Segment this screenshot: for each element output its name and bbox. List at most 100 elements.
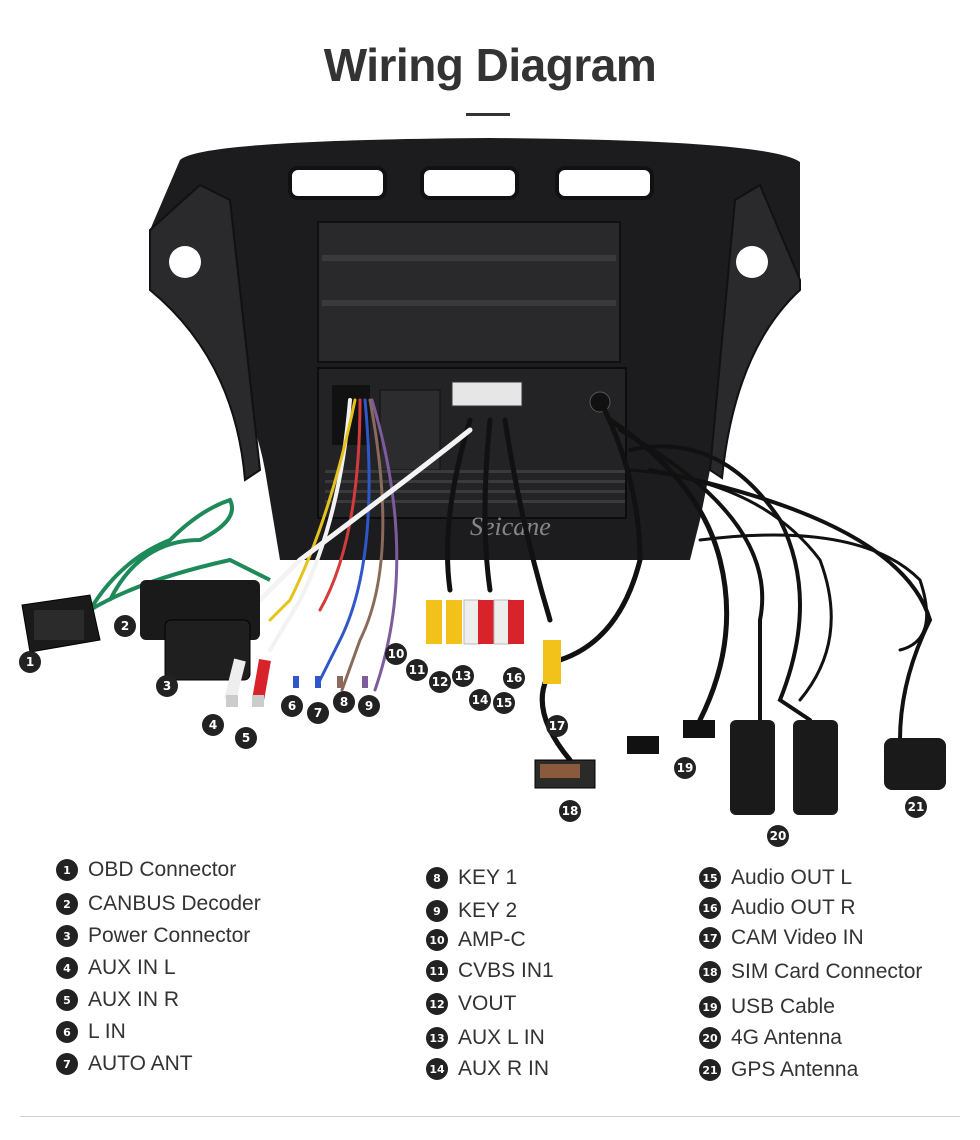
- head-unit-panel: Seicane: [149, 138, 801, 560]
- title-underline: [466, 113, 510, 116]
- wiring-diagram: Seicane: [19, 138, 946, 847]
- svg-text:11: 11: [409, 663, 426, 677]
- legend-badge: 12: [426, 993, 448, 1015]
- callout-3: 3: [156, 675, 178, 697]
- legend-badge: 5: [56, 989, 78, 1011]
- usb-cable: [627, 720, 715, 754]
- callout-9: 9: [358, 695, 380, 717]
- callout-markers: 1 2 3 4 5 6 7 8 9 10 11 12 13 14 15 16 1…: [19, 615, 927, 847]
- svg-text:12: 12: [432, 675, 449, 689]
- svg-text:6: 6: [288, 699, 296, 713]
- wire-tips: [293, 676, 368, 688]
- callout-6: 6: [281, 695, 303, 717]
- power-connector: [164, 619, 251, 681]
- legend-badge: 8: [426, 867, 448, 889]
- svg-text:21: 21: [908, 800, 925, 814]
- legend-badge: 9: [426, 900, 448, 922]
- watermark: Seicane: [470, 512, 551, 541]
- obd-connector: [21, 594, 101, 653]
- svg-text:18: 18: [562, 804, 579, 818]
- legend-badge: 21: [699, 1059, 721, 1081]
- callout-7: 7: [307, 702, 329, 724]
- 4g-antenna-2: [793, 720, 838, 815]
- svg-text:14: 14: [472, 693, 489, 707]
- svg-text:15: 15: [496, 696, 513, 710]
- legend-badge: 19: [699, 996, 721, 1018]
- wire-bundle: [257, 397, 933, 763]
- legend-badge: 14: [426, 1058, 448, 1080]
- svg-text:19: 19: [677, 761, 694, 775]
- callout-15: 15: [493, 692, 515, 714]
- svg-text:5: 5: [242, 731, 250, 745]
- gps-antenna: [884, 738, 946, 790]
- svg-text:3: 3: [163, 679, 171, 693]
- svg-text:13: 13: [455, 669, 472, 683]
- callout-4: 4: [202, 714, 224, 736]
- legend-badge: 6: [56, 1021, 78, 1043]
- footer-divider: [20, 1116, 960, 1117]
- rca-bundle: [426, 599, 561, 684]
- callout-2: 2: [114, 615, 136, 637]
- legend-badge: 4: [56, 957, 78, 979]
- legend-badge: 10: [426, 929, 448, 951]
- callout-8: 8: [333, 691, 355, 713]
- callout-5: 5: [235, 727, 257, 749]
- sim-card-connector: [534, 759, 596, 789]
- callout-13: 13: [452, 665, 474, 687]
- legend-badge: 1: [56, 859, 78, 881]
- legend-badge: 17: [699, 927, 721, 949]
- legend-badge: 11: [426, 960, 448, 982]
- callout-19: 19: [674, 757, 696, 779]
- 4g-antenna-1: [730, 720, 775, 815]
- callout-16: 16: [503, 667, 525, 689]
- svg-text:16: 16: [506, 671, 523, 685]
- svg-text:1: 1: [26, 655, 34, 669]
- svg-text:2: 2: [121, 619, 129, 633]
- svg-text:4: 4: [209, 718, 217, 732]
- legend-badge: 18: [699, 961, 721, 983]
- svg-text:9: 9: [365, 699, 373, 713]
- legend-badge: 15: [699, 867, 721, 889]
- svg-text:17: 17: [549, 719, 566, 733]
- page-title: Wiring Diagram: [323, 39, 657, 91]
- svg-text:8: 8: [340, 695, 348, 709]
- legend-badge: 16: [699, 897, 721, 919]
- legend-badge: 13: [426, 1027, 448, 1049]
- callout-1: 1: [19, 651, 41, 673]
- svg-text:7: 7: [314, 706, 322, 720]
- svg-text:10: 10: [388, 647, 405, 661]
- callout-12: 12: [429, 671, 451, 693]
- legend-badge: 7: [56, 1053, 78, 1075]
- callout-20: 20: [767, 825, 789, 847]
- legend-badge: 3: [56, 925, 78, 947]
- legend-badge: 20: [699, 1027, 721, 1049]
- callout-18: 18: [559, 800, 581, 822]
- callout-11: 11: [406, 659, 428, 681]
- aux-in-rca: [224, 658, 271, 707]
- callout-17: 17: [546, 715, 568, 737]
- svg-text:20: 20: [770, 829, 787, 843]
- callout-10: 10: [385, 643, 407, 665]
- callout-21: 21: [905, 796, 927, 818]
